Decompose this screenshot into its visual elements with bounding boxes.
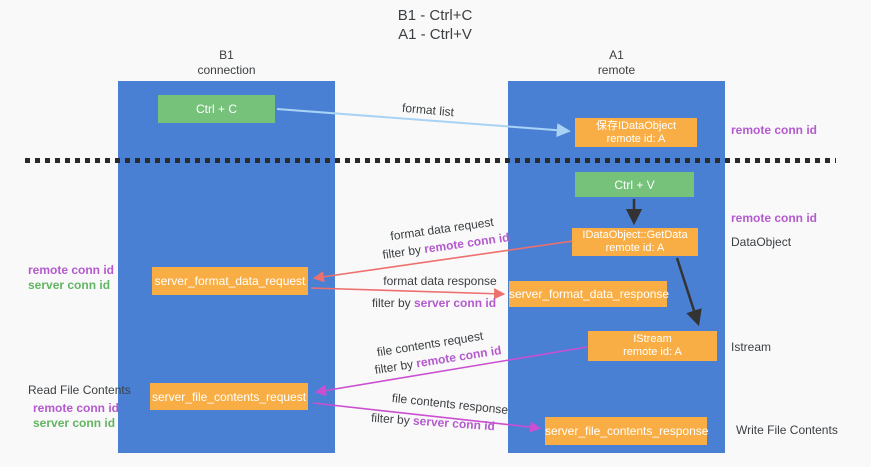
format-data-response-label: format data response bbox=[383, 274, 497, 288]
read-file-contents-label: Read File Contents bbox=[28, 383, 131, 397]
getdata-label: IDataObject::GetData bbox=[582, 229, 688, 241]
title-line-1: B1 - Ctrl+C bbox=[397, 7, 473, 24]
server-conn-id-text: server conn id bbox=[412, 413, 496, 434]
save-idataobject-remote-id: remote id: A bbox=[606, 132, 666, 145]
istream-margin-label: Istream bbox=[731, 340, 772, 354]
save-idataobject-node: 保存IDataObject remote id: A bbox=[575, 118, 697, 147]
istream-node: IStream remote id: A bbox=[588, 331, 717, 361]
server-file-contents-response-node: server_file_contents_response bbox=[545, 417, 708, 445]
server-conn-id-text: server conn id bbox=[413, 296, 497, 310]
left-server-conn-id-label: server conn id bbox=[28, 278, 111, 292]
istream-remote-id: remote id: A bbox=[623, 346, 682, 358]
filter-by-text: filter by bbox=[381, 242, 426, 262]
left-remote-conn-id-label: remote conn id bbox=[28, 263, 115, 277]
dataobject-label: DataObject bbox=[731, 235, 792, 249]
filter-by-text: filter by bbox=[371, 296, 414, 310]
format-response-filter-label: filter by server conn id bbox=[372, 296, 496, 310]
save-idataobject-label: 保存IDataObject bbox=[595, 119, 677, 132]
getdata-remote-id: remote id: A bbox=[605, 242, 665, 254]
ctrl-v-node: Ctrl + V bbox=[575, 172, 694, 197]
server-format-data-response-node: server_format_data_response bbox=[509, 281, 669, 307]
phase-separator-dashed-line bbox=[25, 158, 836, 163]
right-remote-conn-id-top-label: remote conn id bbox=[731, 123, 818, 137]
read-remote-conn-id-label: remote conn id bbox=[33, 401, 120, 415]
istream-label: IStream bbox=[633, 333, 672, 345]
right-column-header: A1 remote bbox=[508, 48, 725, 78]
getdata-node: IDataObject::GetData remote id: A bbox=[572, 228, 698, 256]
file-response-filter-label: filter by server conn id bbox=[371, 411, 496, 434]
right-column-subtitle: remote bbox=[597, 63, 636, 77]
right-remote-conn-id-mid-label: remote conn id bbox=[731, 211, 818, 225]
server-file-contents-request-node: server_file_contents_request bbox=[150, 383, 308, 410]
format-list-label: format list bbox=[401, 100, 455, 120]
diagram-title: B1 - Ctrl+C A1 - Ctrl+V bbox=[335, 6, 535, 44]
left-column-subtitle: connection bbox=[197, 63, 256, 77]
ctrl-c-node: Ctrl + C bbox=[158, 95, 275, 123]
read-server-conn-id-label: server conn id bbox=[33, 416, 116, 430]
server-format-data-request-node: server_format_data_request bbox=[152, 267, 308, 295]
filter-by-text: filter by bbox=[373, 356, 418, 377]
left-column-name: B1 bbox=[219, 48, 234, 62]
filter-by-text: filter by bbox=[370, 410, 414, 428]
right-column-name: A1 bbox=[609, 48, 624, 62]
left-column-header: B1 connection bbox=[118, 48, 335, 78]
title-line-2: A1 - Ctrl+V bbox=[398, 26, 472, 43]
write-file-contents-label: Write File Contents bbox=[736, 423, 838, 437]
format-data-response-arrow bbox=[310, 287, 506, 300]
